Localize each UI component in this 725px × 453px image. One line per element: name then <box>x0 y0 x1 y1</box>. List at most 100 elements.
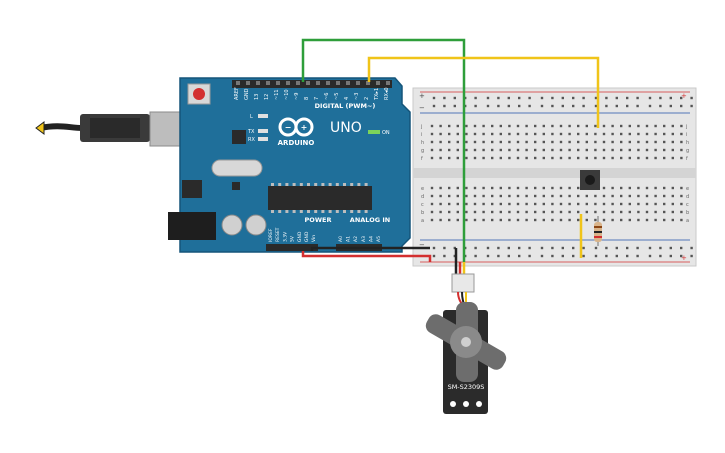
svg-text:−: − <box>285 123 292 132</box>
board-model: UNO <box>330 120 362 136</box>
digital-pin <box>286 81 290 85</box>
digital-pin <box>236 81 240 85</box>
power-pin-label: GND <box>304 231 310 242</box>
power-pin-label: 3.3V <box>282 231 288 242</box>
digital-pin <box>246 81 250 85</box>
power-pin-label: Vin <box>311 235 317 242</box>
analog-pin-label: A3 <box>361 236 367 242</box>
arduino-logo: − + <box>278 117 314 137</box>
led-tx-label: TX <box>247 129 255 135</box>
digital-pin-label: GND <box>244 88 250 100</box>
on-led <box>368 130 380 134</box>
red-5v-wire <box>301 251 432 262</box>
analog-pin-label: A4 <box>368 236 374 242</box>
rail-minus-bottom: − <box>419 241 425 249</box>
rail-minus-top: − <box>419 104 425 112</box>
digital-pin <box>386 81 390 85</box>
rail-plus-top-right: + <box>681 92 687 100</box>
digital-pin-label: ~3 <box>354 93 360 100</box>
rail-plus-top: + <box>419 92 425 100</box>
row-letter: f <box>421 156 423 162</box>
digital-pin-label: RX◂0 <box>384 87 390 100</box>
green-signal-wire <box>301 38 466 262</box>
row-letter: b <box>421 210 424 216</box>
push-button <box>580 170 600 190</box>
digital-pin <box>376 81 380 85</box>
digital-pin-label: ~6 <box>324 93 330 100</box>
digital-pin <box>336 81 340 85</box>
resistor <box>594 216 602 246</box>
microcontroller-chip <box>268 186 372 210</box>
digital-pin <box>346 81 350 85</box>
digital-pin-label: 13 <box>254 94 260 100</box>
power-header <box>266 244 318 251</box>
digital-pin-label: AREF <box>234 87 240 100</box>
row-letter: f <box>686 156 688 162</box>
digital-pin-label: 2 <box>364 97 370 100</box>
digital-pin <box>266 81 270 85</box>
digital-pin-label: ~11 <box>274 89 280 100</box>
row-letter: d <box>421 194 424 200</box>
analog-pin-label: A5 <box>376 236 382 242</box>
row-letter: c <box>686 202 689 208</box>
row-letter: i <box>686 132 687 138</box>
power-pin-label: RESET <box>275 227 281 242</box>
row-letter: a <box>421 218 424 224</box>
digital-pin <box>316 81 320 85</box>
analog-pin-label: A1 <box>346 236 352 242</box>
row-letter: h <box>421 140 424 146</box>
breadboard-holes <box>430 96 693 258</box>
row-letter: g <box>421 148 424 154</box>
row-letter: a <box>686 218 689 224</box>
digital-pin <box>326 81 330 85</box>
svg-text:+: + <box>301 123 308 132</box>
digital-pin <box>296 81 300 85</box>
servo-horn <box>425 302 507 382</box>
analog-label: ANALOG IN <box>350 216 390 224</box>
digital-pin <box>366 81 370 85</box>
digital-pin-label: 4 <box>344 97 350 100</box>
analog-pin-label: A0 <box>338 236 344 242</box>
rail-plus-bottom-right: + <box>681 254 687 262</box>
led-l-label: L <box>250 114 253 120</box>
digital-pin <box>306 81 310 85</box>
row-letter: b <box>686 210 689 216</box>
power-pin-label: GND <box>297 231 303 242</box>
row-letter: e <box>421 186 424 192</box>
digital-pin-label: 7 <box>314 97 320 100</box>
row-letter: c <box>421 202 424 208</box>
arduino-logo-text: ARDUINO <box>278 139 315 147</box>
row-letter: d <box>686 194 689 200</box>
row-letter: e <box>686 186 689 192</box>
digital-pin-label: 12 <box>264 94 270 100</box>
digital-pin-label: 8 <box>304 97 310 100</box>
servo-connector <box>451 273 475 293</box>
on-label: ON <box>382 130 390 136</box>
row-letter: h <box>686 140 689 146</box>
digital-pin <box>356 81 360 85</box>
digital-pin-label: ~10 <box>284 89 290 100</box>
wires <box>301 38 600 276</box>
row-letter: i <box>421 132 422 138</box>
digital-header <box>232 80 392 88</box>
power-label: POWER <box>305 216 332 224</box>
row-letter: j <box>685 124 687 130</box>
row-letter: g <box>686 148 689 154</box>
servo-model-label: SM-S2309S <box>448 383 485 391</box>
digital-label: DIGITAL (PWM~) <box>315 102 376 110</box>
digital-pin <box>276 81 280 85</box>
digital-pin <box>256 81 260 85</box>
power-pin-label: 5V <box>290 235 296 242</box>
servo-motor: SM-S2309S <box>425 273 507 414</box>
power-pin-label: IOREF <box>268 228 274 242</box>
yellow-button-wire <box>367 56 600 128</box>
digital-pin-label: TX▸1 <box>374 88 380 101</box>
row-letter: j <box>420 124 422 130</box>
digital-pin-label: ~9 <box>294 93 300 100</box>
